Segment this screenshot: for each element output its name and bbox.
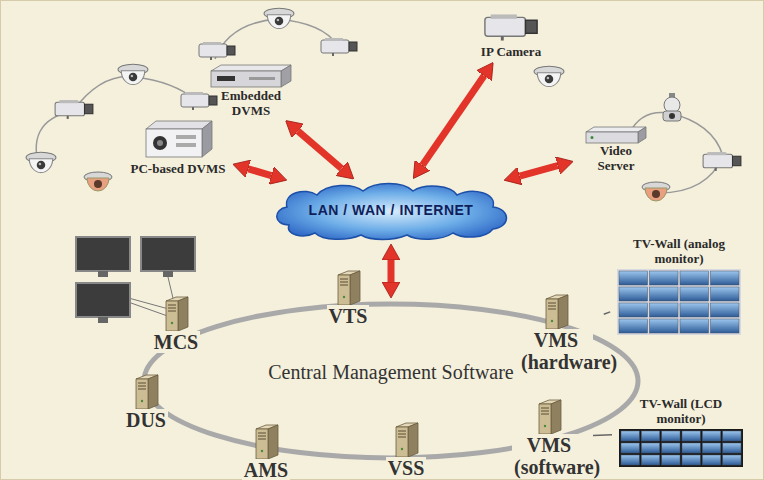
server-icon [133,371,159,409]
camera-group [629,93,741,201]
server-box: MCS [148,293,205,353]
dome-camera [534,66,564,86]
server-icon [253,421,279,459]
server-label: VTS [327,305,370,327]
tv-wall: TV-Wall (LCD monitor) [615,397,747,467]
server-icon [163,293,189,331]
pc-box-icon [142,119,214,159]
ring-label: Central Management Software [268,361,513,383]
network-arrow [248,169,271,176]
device-label: PC-based DVMS [131,162,226,177]
tv-wall: TV-Wall (analog monitor) [613,237,745,335]
dvr-box-icon [209,63,293,89]
video-server-icon [584,126,648,144]
wall-heading: TV-Wall (analog monitor) [624,237,734,266]
device-label: Embedded DVMS [214,89,288,118]
network-label: LAN / WAN / INTERNET [309,203,474,219]
box-camera-icon [482,13,540,42]
server-icon [536,396,562,434]
device-box: Embedded DVMS [206,63,296,119]
network-arrow [298,131,342,169]
device-label: IP Camera [481,45,541,60]
video-cable [604,312,610,314]
device-box: IP Camera [471,13,551,60]
server-box: VTS [323,267,374,327]
server-box: VMS (software) [508,396,590,479]
server-box: VSS [381,419,431,479]
server-label: VMS (hardware) [519,329,593,374]
wall-heading: TV-Wall (LCD monitor) [629,397,733,426]
network-cloud: LAN / WAN / INTERNET [271,181,511,241]
device-box: PC-based DVMS [126,119,230,177]
monitor-grid [619,429,743,467]
network-arrow [422,76,484,166]
server-box: AMS [238,421,295,480]
server-icon [393,419,419,457]
server-label: VSS [386,457,427,479]
device-label: Video Server [588,144,644,173]
server-label: DUS [124,409,168,431]
server-icon [543,291,569,329]
camera-group [199,8,357,60]
device-box: Video Server [576,126,656,174]
server-label: AMS [242,459,290,480]
server-box: VMS (hardware) [511,291,601,374]
server-icon [335,267,361,305]
server-label: MCS [152,331,200,353]
monitor-grid [617,269,741,335]
server-box: DUS [120,371,173,431]
network-arrow [388,260,395,282]
video-cable [593,434,612,436]
network-arrow [520,166,558,176]
management-ring: Central Management Software MCS VTS VMS (ha… [141,301,641,461]
server-label: VMS (software) [512,434,586,479]
